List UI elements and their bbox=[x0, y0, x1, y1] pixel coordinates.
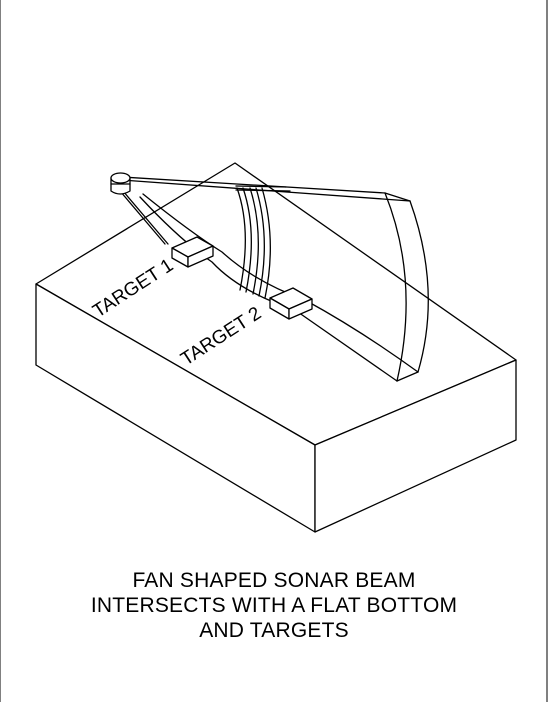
target-2-box bbox=[269, 287, 313, 320]
figure-caption: FAN SHAPED SONAR BEAM INTERSECTS WITH A … bbox=[0, 568, 548, 643]
seabed-right-face bbox=[314, 359, 517, 533]
caption-line-3: AND TARGETS bbox=[199, 619, 349, 642]
caption-line-2: INTERSECTS WITH A FLAT BOTTOM bbox=[90, 594, 458, 617]
fan-shaped-sonar-beam bbox=[119, 176, 429, 382]
caption-line-1: FAN SHAPED SONAR BEAM bbox=[132, 569, 416, 592]
transducer-icon bbox=[110, 172, 131, 195]
sonar-beam-diagram: TARGET 1 TARGET 2 bbox=[35, 162, 517, 533]
target-1-box bbox=[171, 236, 214, 268]
seabed-block bbox=[35, 162, 517, 533]
